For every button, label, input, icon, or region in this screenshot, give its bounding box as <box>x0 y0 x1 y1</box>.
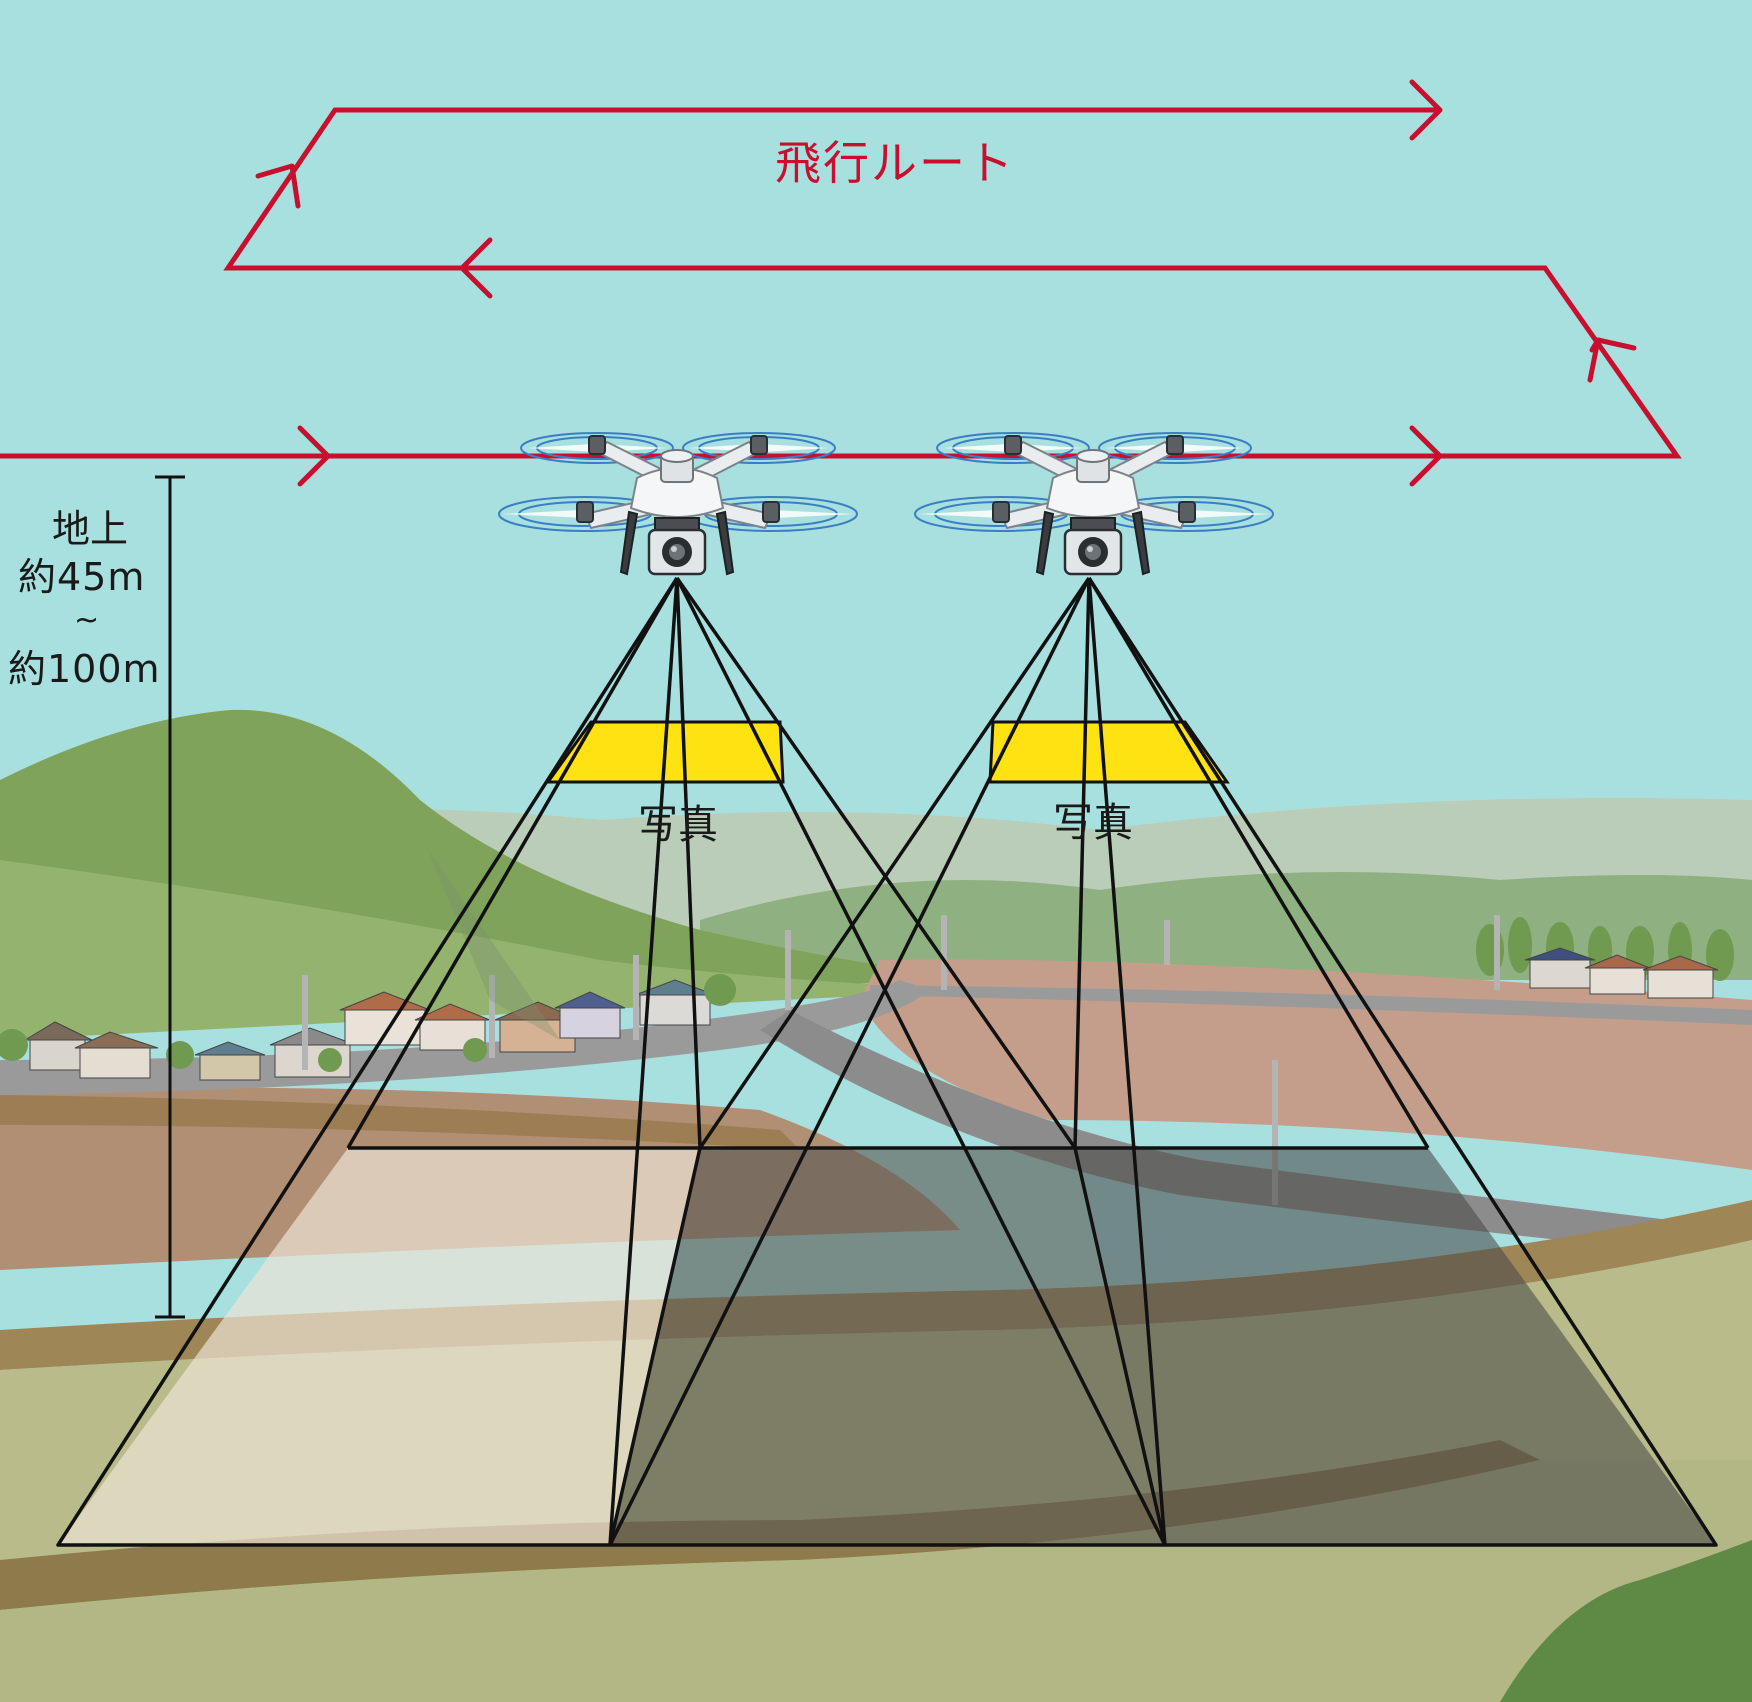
utility-poles <box>302 915 1500 1205</box>
bush-bottom-right <box>1500 1540 1752 1702</box>
village-left <box>0 974 736 1081</box>
flight-route-path <box>0 107 1682 459</box>
altitude-label-line1: 地上 <box>52 507 129 551</box>
altitude-label-line4: 約100m <box>8 647 161 691</box>
village-right <box>1476 917 1734 999</box>
altitude-label-line2: 約45m <box>18 555 146 599</box>
footprint-left <box>58 1148 700 1545</box>
dirt-band-1 <box>0 1095 800 1150</box>
photo-frame-right <box>988 720 1230 784</box>
altitude-label-line3: ~ <box>74 603 100 638</box>
flight-route-label: 飛行ルート <box>775 136 1015 190</box>
footprint-overlap <box>610 1148 1165 1545</box>
photo-label-left: 写真 <box>638 802 718 848</box>
route-arrow-icon <box>255 79 1637 487</box>
footprint-right <box>1075 1148 1716 1545</box>
photo-label-right: 写真 <box>1053 800 1133 846</box>
road-right <box>870 985 1752 1025</box>
altitude-scale <box>155 475 185 1319</box>
field-of-view-lines <box>56 576 1718 1547</box>
beam-shadow <box>427 848 560 1040</box>
